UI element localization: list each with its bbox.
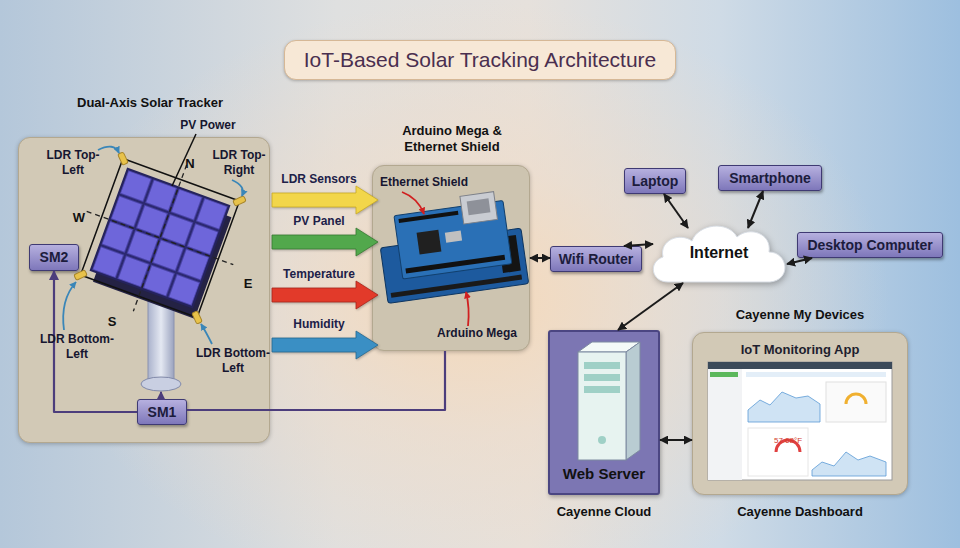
node-title: Cayenne My Devices <box>693 307 907 323</box>
node-title: SM2 <box>30 245 78 270</box>
panel-face <box>91 169 229 307</box>
title-box: IoT-Based Solar Tracking Architecture <box>284 40 676 80</box>
pole <box>148 298 174 384</box>
network-link <box>618 283 683 330</box>
signal-arrow <box>272 281 378 309</box>
node-title: Dual-Axis Solar Tracker <box>19 95 281 111</box>
server-tower <box>578 342 640 460</box>
router-box: Wifi Router <box>550 246 642 272</box>
network-link <box>664 194 688 228</box>
ldr-sensor <box>233 196 246 207</box>
node-title: Internet <box>648 243 790 263</box>
leader-line <box>98 147 119 153</box>
rj45-port <box>460 192 498 224</box>
motor-box: SM2 <box>29 244 79 271</box>
node-title: Desktop Computer <box>798 233 942 257</box>
axis-ns <box>133 165 186 312</box>
device-box: Laptop <box>624 168 686 194</box>
control-wire <box>187 351 445 410</box>
part-label: PV Power <box>172 118 244 133</box>
screen-gauge <box>846 394 866 404</box>
solar-panel <box>60 138 260 338</box>
internet-cloud: Internet <box>648 220 790 286</box>
screen-widget <box>826 382 886 422</box>
server-slot <box>584 362 620 369</box>
signal-arrow <box>272 186 378 214</box>
screen-tabs <box>746 372 886 377</box>
network-link <box>660 439 692 441</box>
signal-arrow <box>272 331 378 359</box>
screen-header <box>708 362 892 369</box>
node-title: Wifi Router <box>551 247 641 271</box>
leader-line <box>402 192 424 214</box>
panel-frame <box>81 159 240 318</box>
dashboard-panel: Cayenne My DevicesIoT Monitoring AppCaye… <box>692 332 908 495</box>
server-front <box>578 352 626 460</box>
tracker-panel: Dual-Axis Solar TrackerSM2SM1 <box>18 137 270 443</box>
edge-label: Humidity <box>293 317 344 331</box>
node-text: Cayenne Dashboard <box>693 504 907 520</box>
screen-chart <box>748 392 820 422</box>
network-link <box>748 191 763 228</box>
leader-lines <box>63 134 243 344</box>
arduino-board <box>375 189 529 304</box>
device-box: Desktop Computer <box>797 232 943 258</box>
node-title: Web Server <box>550 466 658 482</box>
ldr-sensor <box>118 152 129 165</box>
axis-we <box>87 211 234 264</box>
network-link <box>787 258 812 264</box>
panel-side <box>93 180 231 318</box>
screen <box>708 362 892 480</box>
chip <box>417 230 442 255</box>
leader-line <box>172 134 196 186</box>
ldr-sensor <box>74 270 87 281</box>
edge-label: PV Panel <box>293 214 344 228</box>
node-title: Laptop <box>625 169 685 193</box>
leader-line <box>466 292 469 326</box>
node-title: SM1 <box>138 400 186 424</box>
leader-line <box>201 324 212 344</box>
control-wire <box>54 271 137 412</box>
network-link <box>624 244 653 246</box>
pin-header <box>391 275 522 298</box>
server-box: Web ServerCayenne Cloud <box>548 330 660 495</box>
motor-link <box>160 392 162 398</box>
screen-sidebar <box>708 369 742 480</box>
mega-board <box>380 228 528 303</box>
motor-box: SM1 <box>137 399 187 425</box>
server-led <box>598 436 606 444</box>
edge-label: LDR Sensors <box>281 172 356 186</box>
server-slot <box>584 386 620 393</box>
ethernet-shield <box>394 200 512 279</box>
tracker-pole <box>141 298 181 398</box>
screen-gauge <box>776 440 800 452</box>
node-text: IoT Monitoring App <box>693 342 907 358</box>
server-slot <box>584 374 620 381</box>
pole-base <box>141 377 181 391</box>
network-link <box>530 257 550 259</box>
device-box: Smartphone <box>718 165 822 191</box>
node-title: Arduino Mega & Ethernet Shield <box>385 123 519 155</box>
screen-chart <box>812 452 886 476</box>
edge-label: Temperature <box>283 267 355 281</box>
rj45-opening <box>467 198 491 215</box>
pin-header <box>498 235 521 273</box>
leader-line <box>63 282 76 330</box>
server-side <box>626 342 640 460</box>
screen-widget <box>748 428 808 476</box>
screen-button <box>710 372 738 377</box>
server-top <box>578 342 640 352</box>
ldr-sensor <box>192 311 203 324</box>
pin-header <box>405 255 505 274</box>
controller-panel: Arduino Mega & Ethernet Shield <box>372 165 530 351</box>
node-text: Cayenne Cloud <box>528 504 680 520</box>
pin-header <box>398 211 458 223</box>
node-title: Smartphone <box>719 166 821 190</box>
signal-arrow <box>272 228 378 256</box>
sd-slot <box>445 231 462 243</box>
leader-line <box>232 180 243 196</box>
dashboard-screenshot <box>708 362 892 480</box>
